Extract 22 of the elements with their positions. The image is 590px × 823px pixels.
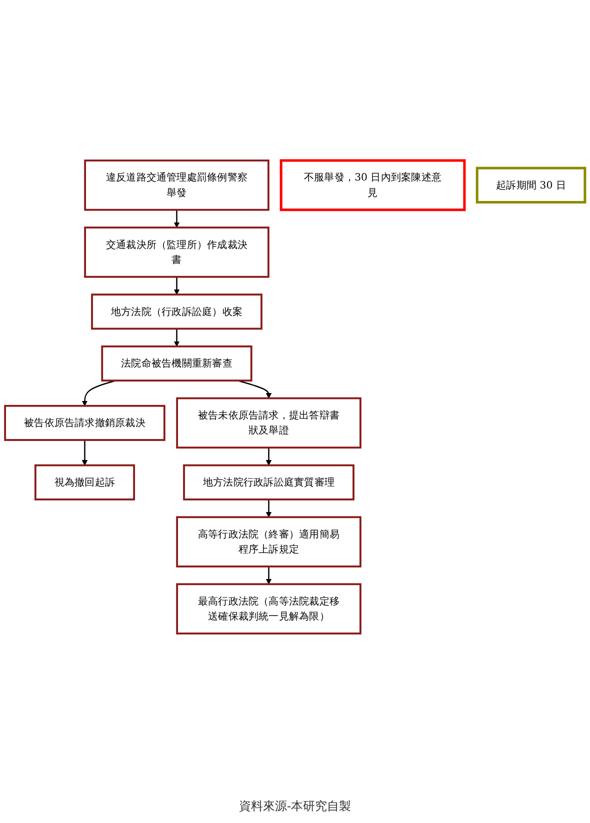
node-box: 地方法院（行政訴訟庭）收案: [91, 294, 262, 330]
arrow: [174, 328, 180, 347]
arrow: [237, 380, 272, 399]
node-box: 被告依原告請求撤銷原裁決: [4, 404, 166, 441]
node-box: 違反道路交通管理處罰條例警察舉發: [84, 160, 270, 211]
node-box: 地方法院行政訴訟庭實質審理: [183, 464, 354, 500]
arrow: [266, 499, 272, 518]
arrow: [82, 380, 116, 406]
arrow: [266, 566, 272, 584]
node-box: 被告未依原告請求，提出答辯書狀及舉證: [176, 397, 362, 449]
node-box: 高等行政法院（終審）適用簡易程序上訴規定: [176, 516, 362, 568]
node-box: 不服舉發，30 日內到案陳述意見: [280, 159, 466, 212]
node-box: 交通裁決所（監理所）作成裁決書: [84, 226, 270, 278]
node-box: 視為撤回起訴: [34, 464, 135, 500]
node-box: 最高行政法院（高等法院裁定移送確保裁判統一見解為限）: [176, 583, 362, 634]
node-box: 起訴期間 30 日: [476, 166, 586, 204]
node-box: 法院命被告機關重新審查: [101, 345, 252, 382]
arrow: [174, 210, 180, 228]
arrow: [174, 276, 180, 295]
arrow: [266, 448, 272, 466]
caption: 資料來源-本研究自製: [238, 798, 352, 815]
arrow: [82, 440, 88, 466]
